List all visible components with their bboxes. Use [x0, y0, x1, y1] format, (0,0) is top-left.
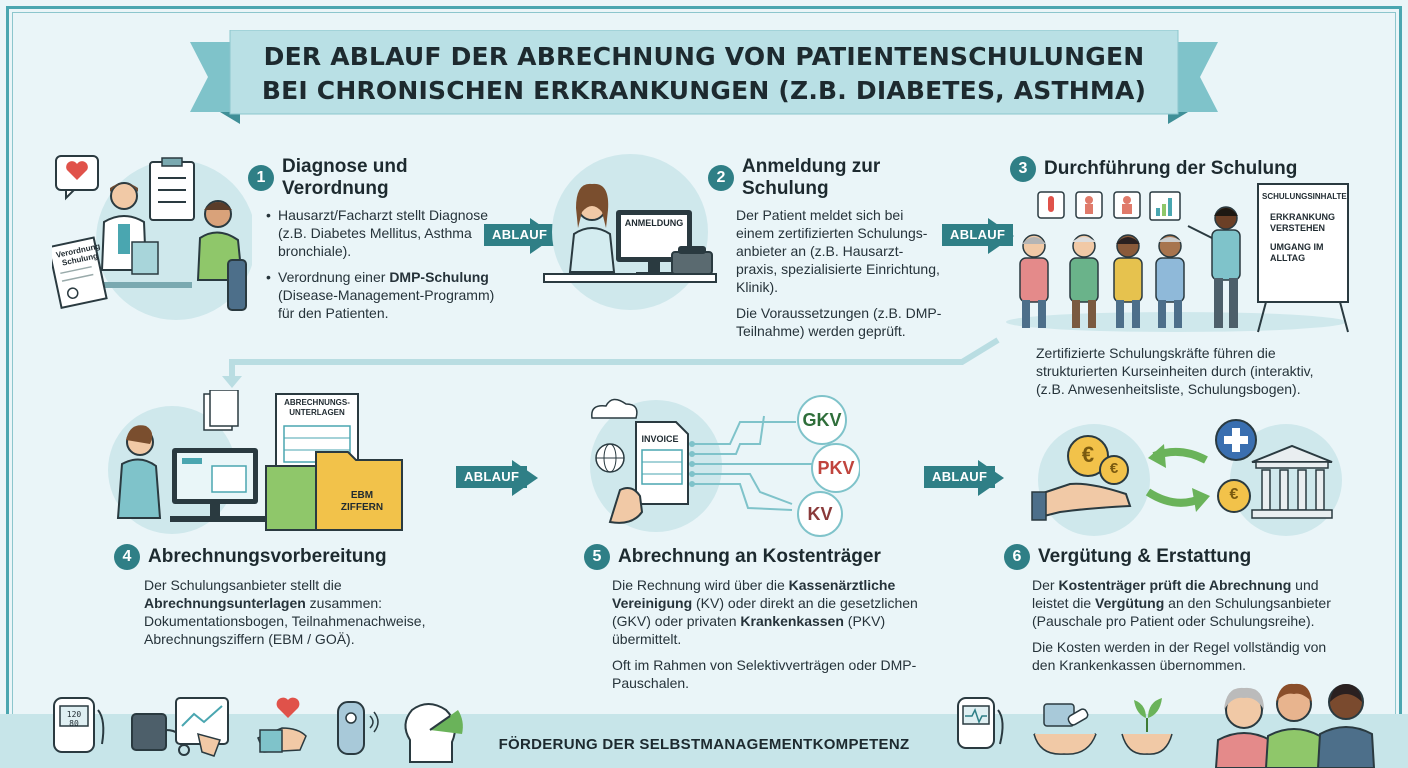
step-number: 4	[114, 544, 140, 570]
folder-icon	[315, 451, 403, 531]
step-2: 2 Anmeldung zur Schulung Der Patient mel…	[708, 156, 944, 348]
step1-illustration: Verordnung Schulung	[47, 150, 256, 330]
step-number: 5	[584, 544, 610, 570]
step6-illustration: € € €	[1030, 412, 1350, 542]
coin-symbol-3: €	[1229, 486, 1239, 503]
step-title: Abrechnung an Kostenträger	[618, 546, 881, 567]
step5-text: Die Rechnung wird über die Kassenärztlic…	[612, 577, 918, 647]
step2-illustration: ANMELDUNG	[540, 152, 720, 322]
inhaler-icon	[337, 701, 379, 755]
head-gauge-icon	[404, 703, 463, 763]
footer-icons-left	[53, 697, 463, 763]
step-title: Durchführung der Schulung	[1044, 158, 1298, 179]
title-line-2: BEI CHRONISCHEN ERKRANKUNGEN (Z.B. DIABE…	[261, 76, 1147, 105]
medicine-hands-icon	[1033, 703, 1097, 755]
step5-illustration: INVOICE GKV PKV KV	[580, 392, 861, 538]
step-6: 6 Vergütung & Erstattung Der Kostenträge…	[1004, 544, 1334, 682]
step4-illustration: ABRECHNUNGS-UNTERLAGEN EBM ZIFFERN	[100, 389, 412, 540]
globe-icon	[595, 443, 625, 473]
step-title: Diagnose und Verordnung	[282, 156, 408, 199]
step-4: 4 Abrechnungsvorbereitung Der Schulungsa…	[114, 544, 454, 656]
glucose-readout: 120 80	[66, 710, 82, 728]
euro-coin-icon	[1067, 435, 1129, 485]
step-5: 5 Abrechnung an Kostenträger Die Rechnun…	[584, 544, 932, 700]
folder-label: EBM ZIFFERN	[340, 490, 384, 513]
plant-hands-icon	[1121, 698, 1173, 755]
page-title: DER ABLAUF DER ABRECHNUNG VON PATIENTENS…	[250, 40, 1158, 108]
phone-icon	[671, 246, 713, 275]
step-3: 3 Durchführung der Schulung	[1010, 156, 1300, 182]
payer-kv: KV	[807, 504, 833, 524]
step1-bullet-1: Hausarzt/Facharzt stellt Diagnose (z.B. …	[266, 206, 510, 260]
step-title: Anmeldung zur Schulung	[742, 156, 881, 199]
return-arrow	[222, 337, 1000, 388]
medical-cross-icon	[1215, 419, 1257, 461]
step2-paragraph-2: Die Voraussetzungen (z.B. DMP-Teilnahme)…	[736, 305, 942, 339]
step5-paragraph-2: Oft im Rahmen von Selektivverträgen oder…	[612, 657, 917, 691]
heart-icon	[257, 697, 307, 753]
tablet-icon	[175, 697, 229, 757]
glucose-meter-icon	[53, 697, 105, 753]
arrow-label: ABLAUF	[942, 224, 1014, 246]
step2-paragraph-1: Der Patient meldet sich bei einem zertif…	[736, 207, 940, 295]
glucose-meter-icon	[957, 697, 1004, 749]
step-number: 2	[708, 165, 734, 191]
step-1: 1 Diagnose und Verordnung Hausarzt/Facha…	[248, 156, 510, 330]
board-item-2: UMGANG IM ALLTAG	[1270, 242, 1324, 263]
payer-pkv: PKV	[817, 458, 855, 478]
board-item-1: ERKRANKUNG VERSTEHEN	[1270, 212, 1335, 233]
footer-icons-right	[957, 683, 1376, 768]
coin-symbol-1: €	[1081, 442, 1095, 467]
step-title: Vergütung & Erstattung	[1038, 546, 1252, 567]
flow-arrow-1: ABLAUF	[484, 218, 556, 254]
arrow-label: ABLAUF	[924, 466, 996, 488]
footer-band	[0, 714, 1408, 768]
flow-arrow-3: ABLAUF	[456, 460, 538, 496]
step6-paragraph-2: Die Kosten werden in der Regel vollständ…	[1032, 639, 1327, 673]
step1-bullet-2: Verordnung einer DMP-Schulung (Disease-M…	[266, 268, 510, 322]
flow-arrow-4: ABLAUF	[924, 460, 1004, 496]
footer-title: FÖRDERUNG DER SELBSTMANAGEMENTKOMPETENZ	[498, 736, 910, 753]
invoice-label: INVOICE	[641, 434, 679, 444]
title-banner: DER ABLAUF DER ABRECHNUNG VON PATIENTENS…	[190, 30, 1218, 130]
cloud-icon	[591, 398, 638, 419]
step3-caption: Zertifizierte Schulungskräfte führen die…	[1036, 345, 1314, 397]
chart-icon	[1149, 191, 1181, 221]
title-line-1: DER ABLAUF DER ABRECHNUNG VON PATIENTENS…	[263, 42, 1145, 71]
step-number: 1	[248, 165, 274, 191]
step3-illustration: SCHULUNGSINHALTE ERKRANKUNG VERSTEHEN UM…	[1000, 182, 1360, 334]
board-title: SCHULUNGSINHALTE	[1262, 192, 1347, 201]
flow-arrow-2: ABLAUF	[942, 218, 1014, 254]
arrow-label: ABLAUF	[456, 466, 528, 488]
payer-gkv: GKV	[802, 410, 842, 430]
step4-text: Der Schulungsanbieter stellt die Abrechn…	[144, 577, 426, 647]
bank-icon	[1251, 444, 1333, 519]
clipboard-icon	[149, 157, 195, 221]
arrow-label: ABLAUF	[484, 224, 556, 246]
heart-icon	[55, 155, 99, 201]
screen-label: ANMELDUNG	[624, 218, 684, 228]
step-number: 6	[1004, 544, 1030, 570]
billing-docs-label: ABRECHNUNGS-UNTERLAGEN	[284, 398, 350, 417]
step6-text: Der Kostenträger prüft die Abrechnung un…	[1032, 577, 1331, 629]
step-title: Abrechnungsvorbereitung	[148, 546, 387, 567]
coin-symbol-2: €	[1109, 460, 1119, 477]
computer-icon	[616, 210, 692, 276]
step-number: 3	[1010, 156, 1036, 182]
